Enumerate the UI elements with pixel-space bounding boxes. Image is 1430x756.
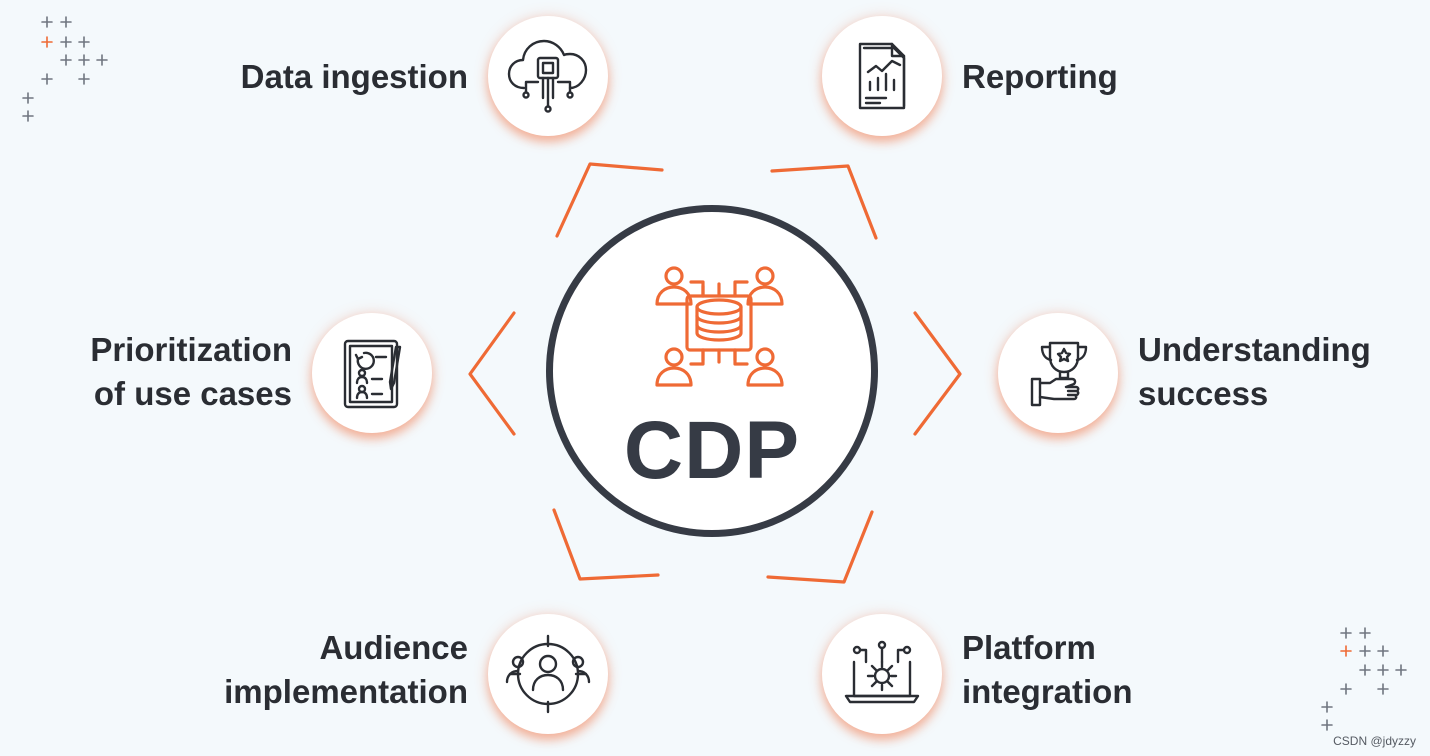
label-audience-implementation: Audience implementation [170,626,468,714]
label-data-ingestion-line-1: Data ingestion [240,58,468,95]
label-platform-integration: Platform integration [962,626,1222,714]
cdp-center-circle: CDP [546,205,878,537]
label-platform-integration-line-2: integration [962,673,1133,710]
label-audience-implementation-line-1: Audience [319,629,468,666]
bracket-top-right [770,164,878,240]
label-understanding-success: Understanding success [1138,328,1418,416]
label-prioritization-line-1: Prioritization [90,331,292,368]
plus-cluster-bottom-right [1321,627,1407,731]
label-reporting: Reporting [962,55,1202,99]
label-reporting-line-1: Reporting [962,58,1118,95]
report-chart-icon [858,42,906,110]
hexagon-brackets [468,162,962,584]
laptop-gear-icon [844,640,920,704]
trophy-hand-icon [1030,341,1088,407]
node-prioritization [312,313,432,433]
label-prioritization: Prioritization of use cases [40,328,292,416]
label-understanding-success-line-2: success [1138,375,1269,412]
node-data-ingestion [488,16,608,136]
label-prioritization-line-2: of use cases [93,375,292,412]
database-network-icon [655,266,784,387]
plus-cluster-top-left [22,16,108,122]
cdp-label: CDP [623,405,801,496]
bracket-bottom-left [552,508,660,581]
cloud-chip-icon [507,39,588,113]
node-understanding-success [998,313,1118,433]
node-audience-implementation [488,614,608,734]
node-reporting [822,16,942,136]
bracket-bottom-right [766,510,874,584]
audience-target-icon [505,634,591,714]
bracket-left [468,311,516,436]
label-platform-integration-line-1: Platform [962,629,1096,666]
watermark-credit: CSDN @jdyzzy [1333,734,1416,748]
bracket-top-left [555,162,664,238]
node-platform-integration [822,614,942,734]
checklist-tablet-icon [343,339,402,409]
bracket-right [913,311,962,436]
label-audience-implementation-line-2: implementation [224,673,468,710]
label-understanding-success-line-1: Understanding [1138,331,1371,368]
label-data-ingestion: Data ingestion [200,55,468,99]
